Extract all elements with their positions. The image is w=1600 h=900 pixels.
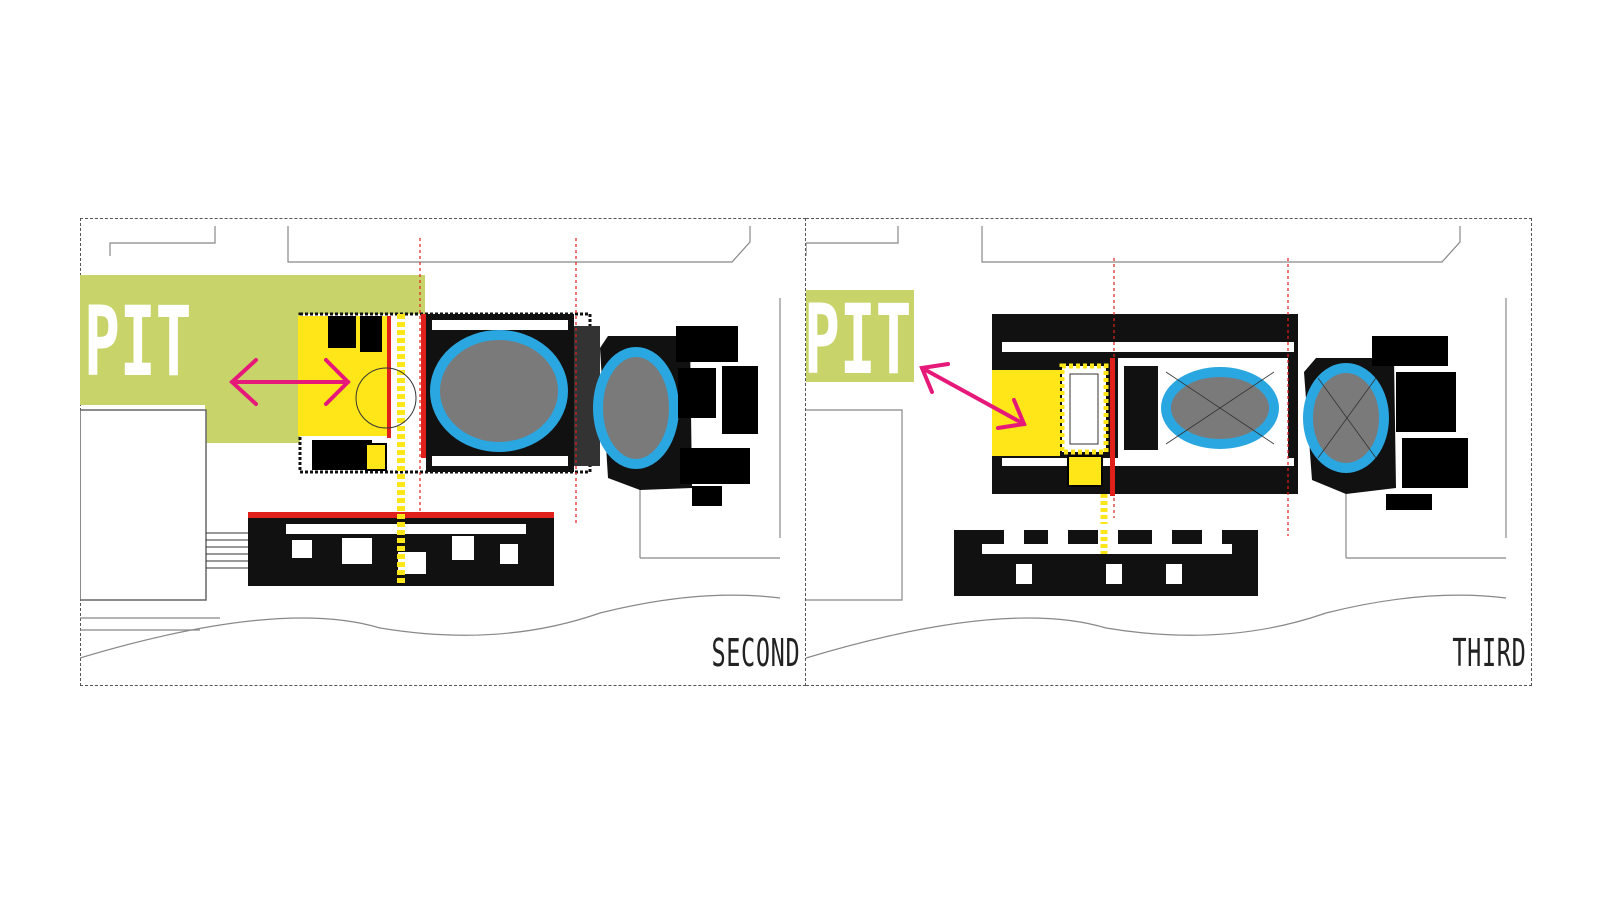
floor-label: SECOND [711,631,800,675]
third-floor-panel: PIT THIRD [804,218,1532,686]
pit-zone [806,290,914,382]
axis-wall [421,314,426,458]
rink-2 [593,347,679,469]
axis-wall [1110,358,1115,496]
pit-label: PIT [84,286,192,398]
adjacent-building [80,409,207,601]
panel-frame [806,218,1532,686]
second-floor-plan [80,226,781,659]
third-floor-plan [806,226,1507,659]
second-floor-panel: PIT SECOND [80,218,806,686]
floor-label: THIRD [1451,631,1526,675]
double-arrow-icon [229,358,351,406]
double-arrow-icon [919,362,1027,430]
rink-1 [430,330,568,452]
pit-label: PIT [804,284,912,396]
